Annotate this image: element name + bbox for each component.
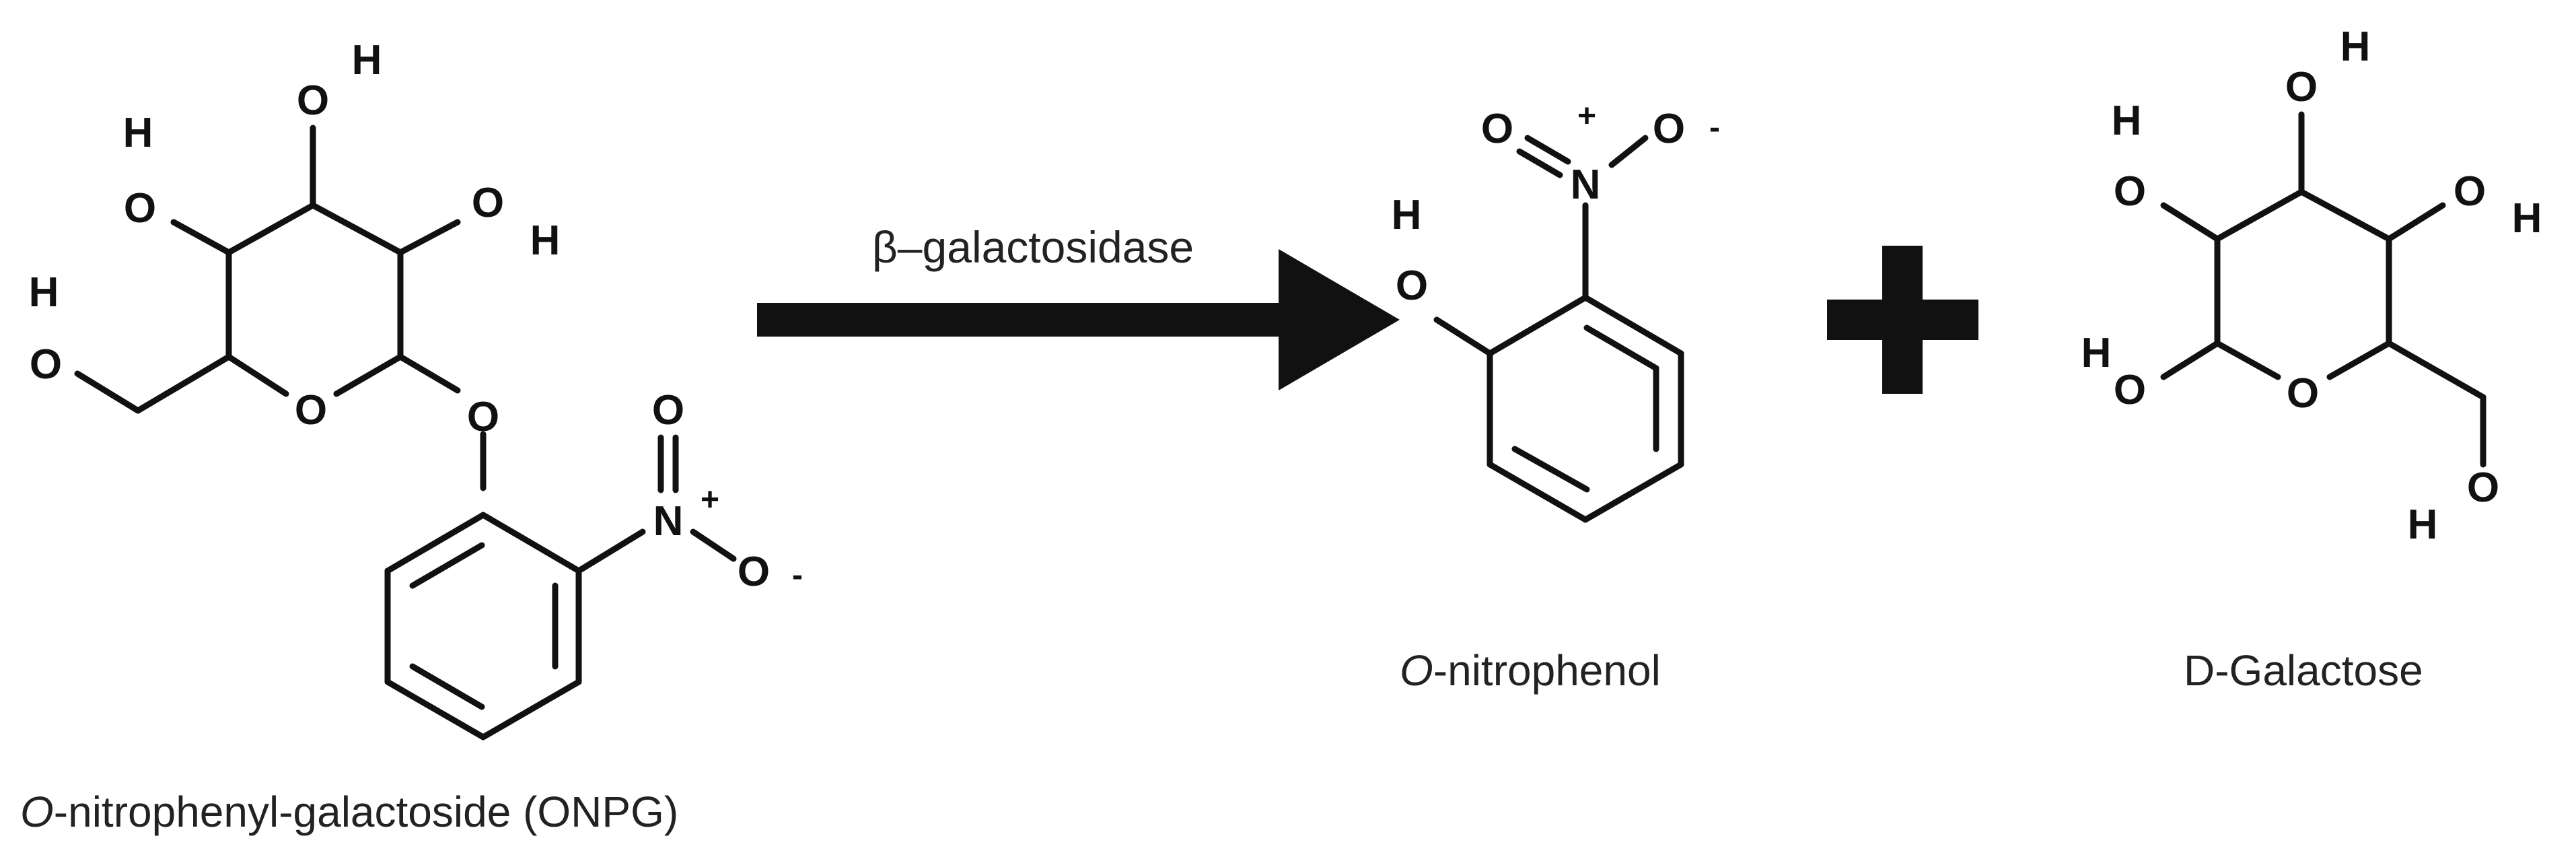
plus-sign: [1827, 246, 1978, 394]
positive-charge: +: [701, 482, 719, 518]
nitrophenol-caption: O-nitrophenol: [1400, 646, 1661, 695]
galactose-structure: O H H O O H H O O O H: [2081, 24, 2542, 548]
atom-o: O: [124, 185, 156, 232]
galactose-atom-labels: O H H O O H H O O O H: [2081, 24, 2542, 548]
atom-o: O: [2285, 64, 2318, 110]
atom-h: H: [29, 269, 59, 316]
atom-o: O: [297, 77, 329, 124]
atom-o: O: [2114, 367, 2146, 413]
atom-h: H: [2512, 195, 2542, 242]
reactant-caption-name: -nitrophenyl-galactoside (ONPG): [54, 788, 678, 836]
nitrophenol-caption-prefix: O: [1400, 646, 1433, 695]
atom-o: O: [2114, 168, 2146, 215]
enzyme-label: β–galactosidase: [872, 222, 1194, 272]
onpg-nitro-bonds: [575, 434, 737, 574]
atom-o: O: [472, 180, 504, 226]
atom-o: O: [1653, 106, 1685, 152]
positive-charge: +: [1577, 98, 1596, 134]
onpg-substituent-bonds: [74, 125, 487, 491]
reactant-caption-prefix: O: [20, 788, 54, 836]
galactose-pyranose-ring: [2214, 188, 2392, 380]
atom-o: O: [738, 549, 770, 595]
atom-o: O: [2467, 464, 2499, 511]
galactose-substituent-bonds: [2160, 111, 2486, 468]
arrow-shaft: [757, 303, 1295, 337]
ring-oxygen: O: [2287, 370, 2319, 417]
atom-o: O: [30, 341, 62, 388]
atom-h: H: [2081, 330, 2112, 376]
nitrophenol-structure: H O O N + O -: [1392, 98, 1720, 523]
atom-o: O: [2454, 168, 2486, 215]
atom-h: H: [2112, 98, 2142, 144]
onpg-pyranose-ring: [225, 202, 404, 397]
reactant-caption: O-nitrophenyl-galactoside (ONPG): [20, 788, 678, 836]
atom-h: H: [2408, 502, 2438, 548]
onpg-benzene-ring: [384, 512, 582, 740]
atom-h: H: [1392, 192, 1422, 238]
nitrophenol-caption-name: -nitrophenol: [1433, 646, 1661, 695]
atom-h: H: [352, 37, 382, 83]
atom-o: O: [1481, 106, 1513, 152]
negative-charge: -: [1709, 110, 1720, 145]
glycosidic-oxygen: O: [467, 394, 499, 440]
nitrophenol-substituent-bonds: [1433, 135, 1649, 357]
negative-charge: -: [792, 557, 803, 593]
atom-o: O: [1396, 263, 1428, 309]
nitrophenol-atom-labels: H O O N + O -: [1392, 98, 1720, 309]
atom-h: H: [123, 110, 153, 156]
atom-h: H: [2340, 24, 2371, 70]
ring-oxygen: O: [295, 387, 327, 434]
nitrophenol-benzene-ring: [1487, 294, 1684, 523]
atom-o: O: [652, 387, 684, 434]
onpg-atom-labels: O H H O O H H O O O O N + O -: [29, 37, 803, 595]
atom-n: N: [1571, 162, 1601, 208]
arrow-head: [1279, 249, 1400, 390]
galactose-caption: D-Galactose: [2184, 646, 2423, 695]
onpg-structure: O H H O O H H O O O O N + O -: [29, 37, 803, 740]
atom-h: H: [530, 217, 561, 264]
reaction-arrow: β–galactosidase: [757, 222, 1400, 390]
atom-n: N: [653, 498, 684, 545]
